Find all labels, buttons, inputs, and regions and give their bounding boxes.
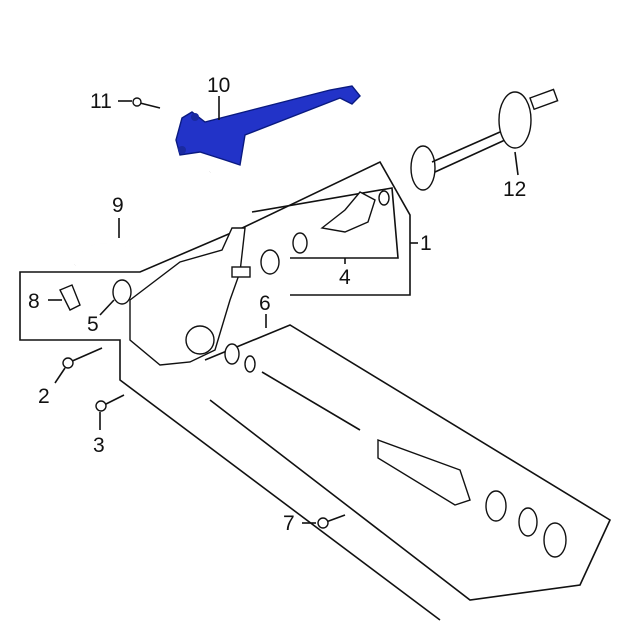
part-3-bolt[interactable] [95,394,125,412]
callout-7[interactable]: 7 [283,512,295,535]
part-10-bracket[interactable] [175,85,361,166]
callout-6[interactable]: 6 [259,292,271,315]
callout-2[interactable]: 2 [38,385,50,408]
part-7-bolt[interactable] [317,514,346,529]
part-4-seal-kit[interactable] [260,190,390,275]
part-8-fitting[interactable] [59,284,81,311]
part-1-differential-housing[interactable] [129,227,251,366]
callout-1[interactable]: 1 [420,232,432,255]
group-outline-6 [204,324,612,601]
part-2-bolt[interactable] [62,347,103,369]
callout-11[interactable]: 11 [90,90,112,113]
callout-4[interactable]: 4 [339,266,351,289]
leader-lines [48,96,519,524]
part-5-seal[interactable] [112,279,132,305]
group-outline-main [19,229,441,621]
callout-10[interactable]: 10 [207,74,230,97]
part-6-intermediate-shaft[interactable] [224,343,567,558]
group-outline-1 [237,160,411,296]
group-outline-4 [251,187,399,259]
callout-12[interactable]: 12 [503,178,526,201]
callout-9[interactable]: 9 [112,194,124,217]
callout-5[interactable]: 5 [87,313,99,336]
part-11-bolt[interactable] [132,97,161,109]
part-12-axle-shaft[interactable] [410,88,559,191]
callout-8[interactable]: 8 [28,290,40,313]
callout-3[interactable]: 3 [93,434,105,457]
